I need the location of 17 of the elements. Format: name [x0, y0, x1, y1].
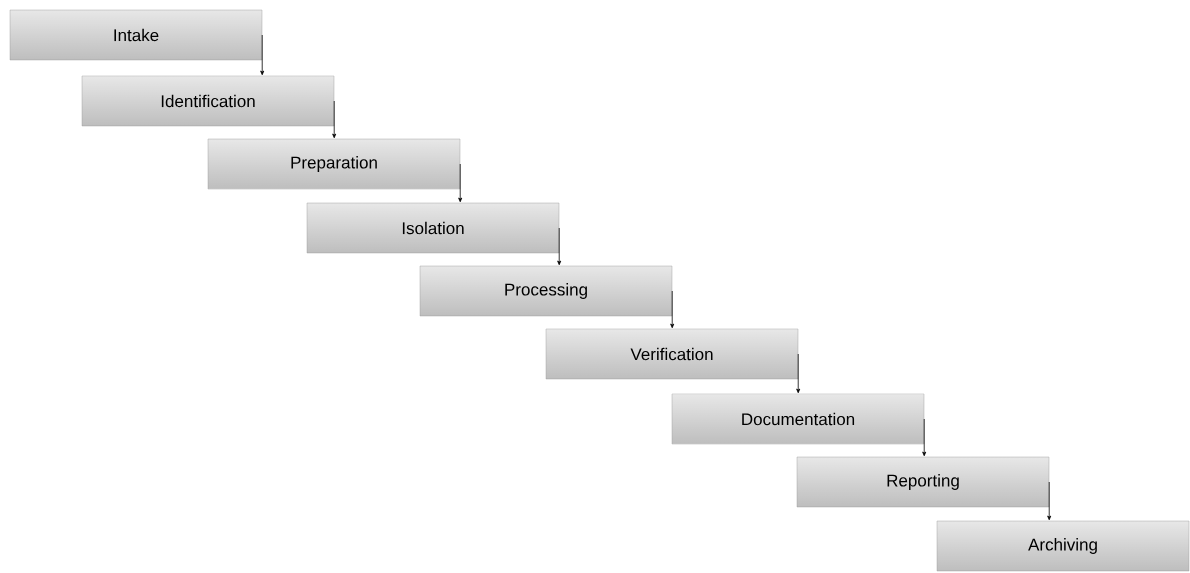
process-box: Verification [545, 328, 799, 380]
arrow [1047, 481, 1052, 521]
process-box: Identification [81, 75, 335, 127]
arrow [670, 290, 675, 329]
arrow [922, 418, 927, 457]
arrow [557, 227, 562, 266]
process-box: Isolation [306, 202, 560, 254]
arrow [796, 353, 801, 394]
process-box: Intake [9, 9, 263, 61]
arrow [332, 100, 337, 139]
process-box: Reporting [796, 456, 1050, 508]
process-box: Processing [419, 265, 673, 317]
arrow [260, 34, 265, 76]
process-box: Documentation [671, 393, 925, 445]
arrow [458, 163, 463, 203]
process-box: Archiving [936, 520, 1190, 572]
process-box: Preparation [207, 138, 461, 190]
